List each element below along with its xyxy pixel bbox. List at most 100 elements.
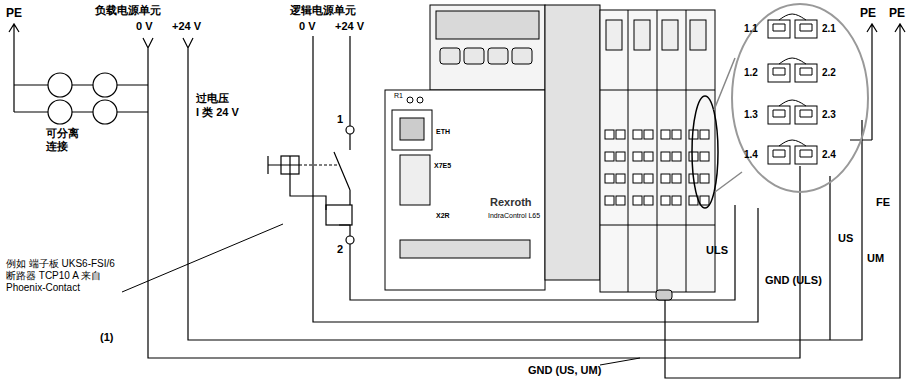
- breaker-handle: [268, 156, 281, 174]
- io-terminal: [633, 130, 642, 139]
- breaker-handle: [281, 156, 299, 174]
- terminal-number: 2.4: [822, 149, 836, 161]
- eth-port: [392, 110, 432, 150]
- pe-label: PE: [860, 6, 876, 20]
- signal-name: GND (US, UM): [528, 364, 601, 377]
- terminal-opening: [773, 68, 785, 75]
- terminal-number: 2: [337, 243, 343, 256]
- terminal-opening: [773, 110, 785, 117]
- separable-connection: [48, 73, 72, 97]
- button: [440, 48, 460, 64]
- module-latch: [634, 20, 650, 50]
- signal-name: UM: [867, 252, 884, 265]
- io-terminal: [633, 196, 642, 205]
- terminal-opening: [773, 24, 785, 31]
- button: [464, 48, 484, 64]
- io-terminal: [644, 152, 653, 161]
- io-terminal: [633, 152, 642, 161]
- overvoltage-label: I 类 24 V: [196, 106, 239, 119]
- module-latch: [606, 20, 622, 50]
- trip-coil: [326, 205, 352, 225]
- pe-label: PE: [889, 6, 905, 20]
- coil-wire: [290, 174, 326, 210]
- io-terminal: [689, 152, 698, 161]
- io-terminal: [616, 196, 625, 205]
- led: [417, 97, 423, 103]
- brand-name: Rexroth: [490, 196, 532, 209]
- supply-label: 负载电源单元: [95, 4, 161, 17]
- connection-label: 可分离 连接: [46, 127, 88, 153]
- bridge-arc: [779, 140, 806, 146]
- terminal-number: 2.2: [822, 67, 836, 79]
- io-terminal: [700, 196, 709, 205]
- io-terminal: [700, 130, 709, 139]
- terminal-circle: [346, 126, 354, 134]
- voltage-label: +24 V: [172, 20, 201, 33]
- voltage-label: +24 V: [335, 20, 364, 33]
- io-terminal: [616, 152, 625, 161]
- terminal-opening: [773, 150, 785, 157]
- terminal-number: 2.3: [822, 109, 836, 121]
- separable-connection: [93, 73, 117, 97]
- io-terminal: [605, 174, 614, 183]
- io-terminal: [605, 196, 614, 205]
- io-terminal: [672, 152, 681, 161]
- leader-line: [122, 224, 283, 292]
- signal-name: ULS: [706, 244, 728, 257]
- signal-name: US: [838, 232, 853, 245]
- terminal-opening: [800, 68, 812, 75]
- device-marking: ETH: [436, 128, 450, 136]
- overvoltage-label: 过电压: [196, 92, 229, 105]
- breaker-handle: [281, 156, 299, 174]
- mechanical-link: [299, 164, 340, 165]
- terminal-opening: [800, 150, 812, 157]
- voltage-label: 0 V: [136, 20, 153, 33]
- io-terminal: [605, 130, 614, 139]
- io-terminal: [661, 174, 670, 183]
- separable-connection: [48, 100, 72, 124]
- bridge-arc: [779, 100, 806, 106]
- terminal-number: 1.2: [744, 67, 758, 79]
- note-text: 例如 端子板 UKS6-FSI/6 断路器 TCP10 A 来自 Phoenix…: [6, 258, 124, 294]
- io-terminal: [672, 130, 681, 139]
- io-terminal: [661, 152, 670, 161]
- io-terminal: [700, 152, 709, 161]
- voltage-label: 0 V: [299, 20, 316, 33]
- module-latch: [662, 20, 678, 50]
- logic-24v-wire: [349, 36, 350, 126]
- bridge-arc: [779, 14, 806, 20]
- terminal-spring: [795, 64, 817, 82]
- signal-name: GND (ULS): [765, 274, 822, 287]
- display-unit: [430, 5, 545, 90]
- terminal-number: 1.3: [744, 109, 758, 121]
- signal-name: FE: [876, 196, 890, 209]
- button: [512, 48, 532, 64]
- bridge-arc: [779, 58, 806, 64]
- io-terminal: [644, 174, 653, 183]
- io-terminal: [661, 196, 670, 205]
- pe-label: PE: [6, 6, 22, 20]
- switch-contact: [334, 134, 350, 205]
- lcd-display: [436, 11, 539, 39]
- button: [488, 48, 508, 64]
- device-model: IndraControl L65: [488, 212, 540, 220]
- io-terminal: [644, 130, 653, 139]
- separable-connection: [93, 100, 117, 124]
- callout-number: (1): [100, 331, 113, 344]
- module-latch: [690, 20, 706, 50]
- device-marking: R1: [394, 92, 403, 100]
- terminal-detail: [732, 4, 868, 192]
- io-terminal: [605, 152, 614, 161]
- terminal-opening: [800, 24, 812, 31]
- io-modules: [600, 10, 715, 292]
- terminal-block: [768, 14, 817, 164]
- eth-port: [400, 118, 424, 140]
- device-marking: X2R: [436, 212, 450, 220]
- io-terminal: [661, 130, 670, 139]
- terminal-number: 1.1: [744, 23, 758, 35]
- io-terminal: [616, 130, 625, 139]
- cover-panel: [545, 5, 600, 280]
- terminal-spring: [768, 106, 790, 124]
- terminal-circle: [346, 236, 354, 244]
